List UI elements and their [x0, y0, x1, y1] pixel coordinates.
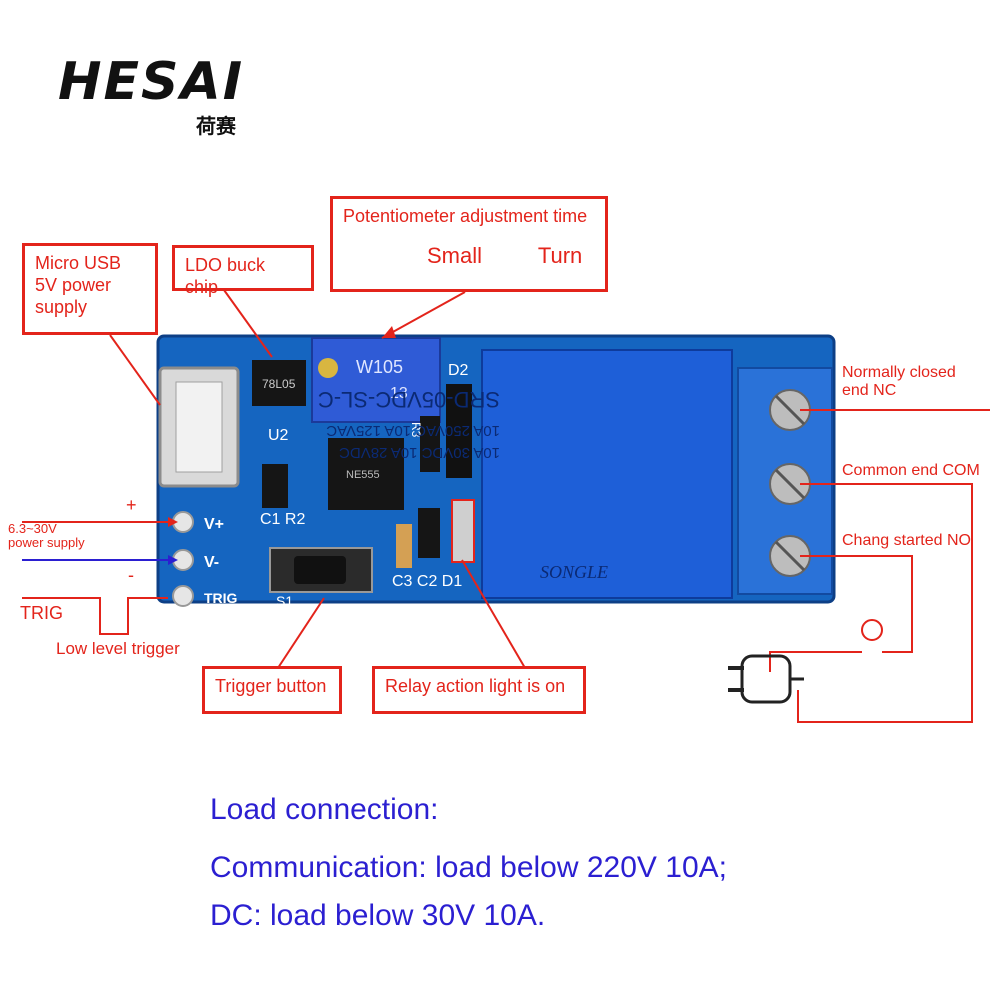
label-c1-r2: C1 R2 — [260, 511, 305, 528]
label-minus: - — [128, 565, 134, 585]
callout-potentiometer: Potentiometer adjustment time Small Turn — [330, 196, 608, 292]
svg-text:NE555: NE555 — [346, 469, 380, 481]
callout-micro-usb: Micro USB 5V power supply — [22, 243, 158, 335]
chip-78l05 — [252, 360, 306, 406]
pot-small: Small — [427, 243, 483, 268]
label-s1: S1 — [276, 593, 293, 609]
leader-pot — [381, 291, 466, 339]
label-u2: U2 — [268, 427, 289, 444]
svg-text:10A 30VDC 10A 28VDC: 10A 30VDC 10A 28VDC — [339, 444, 500, 461]
footer-heading: Load connection: — [210, 793, 439, 826]
leader-micro-usb — [109, 334, 161, 406]
pot-title: Potentiometer adjustment time — [343, 206, 588, 226]
svg-text:W105: W105 — [356, 357, 403, 377]
brand-logo: HESAI 荷赛 — [58, 52, 268, 138]
pin-label-trig: TRIG — [204, 590, 238, 606]
callout-relay-light: Relay action light is on — [372, 666, 586, 714]
pin-label-vplus: V+ — [204, 516, 224, 533]
svg-text:13: 13 — [390, 385, 408, 402]
label-d2: D2 — [448, 362, 469, 379]
leader-ldo — [223, 289, 273, 358]
pcb-edge — [156, 334, 836, 604]
label-trig: TRIG — [20, 603, 63, 623]
pin-trig — [172, 585, 194, 607]
label-r3-part — [420, 416, 440, 472]
leader-trigger — [273, 597, 325, 675]
label-common-end: Common end COM — [842, 462, 980, 479]
label-c3-c2-d1: C3 C2 D1 — [392, 573, 462, 590]
footer-dc-load: DC: load below 30V 10A. — [210, 899, 546, 932]
chip-ne555 — [328, 438, 404, 510]
svg-text:R3: R3 — [409, 422, 423, 438]
callout-ldo: LDO buck chip — [172, 245, 314, 297]
label-normally-open: Chang started NO — [842, 532, 971, 549]
trig-pulse — [22, 597, 168, 635]
footer-ac-load: Communication: load below 220V 10A; — [210, 851, 727, 884]
relay-brand: SONGLE — [540, 562, 608, 582]
plug-icon — [740, 654, 792, 704]
leader-relay-light — [461, 559, 526, 669]
leader-com — [797, 483, 973, 723]
callout-trigger-button: Trigger button — [202, 666, 342, 714]
label-plus: + — [126, 495, 137, 515]
potentiometer — [311, 337, 441, 423]
logo-brand: HESAI — [58, 52, 245, 112]
lamp-icon — [861, 619, 883, 641]
label-low-level-trigger: Low level trigger — [56, 639, 180, 658]
leader-no — [800, 555, 913, 653]
relay — [481, 349, 733, 599]
pin-label-vminus: V- — [204, 554, 219, 571]
logo-subtitle: 荷赛 — [196, 114, 236, 138]
svg-text:78L05: 78L05 — [262, 377, 296, 391]
label-power-range: 6.3~30V power supply — [8, 521, 85, 550]
relay-model: SRD-05VDC-SL-C — [318, 387, 500, 412]
svg-text:10A 250VAC 10A 125VAC: 10A 250VAC 10A 125VAC — [326, 422, 500, 439]
wire-lamp — [769, 651, 862, 672]
label-normally-closed: Normally closed end NC — [842, 364, 956, 399]
pot-turn: Turn — [537, 243, 583, 268]
